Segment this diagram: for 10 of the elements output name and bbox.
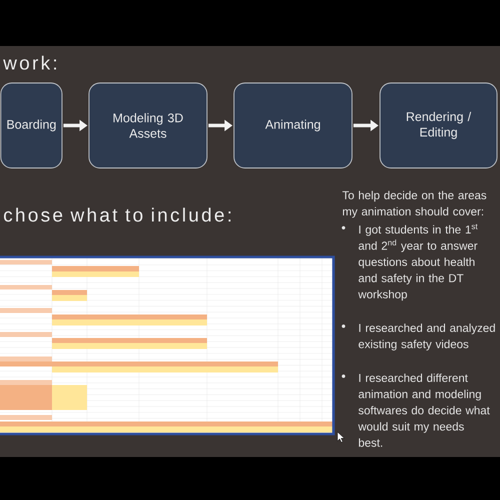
process-box: Rendering / Editing [380,82,498,168]
bullet-text: I got students in the 1$^{st}$ and 2$^{nd}$ year to answer questions about health and safety in the DT workshop [358,224,478,301]
intro-text: To help decide on the areas my animation should cover: [342,190,486,218]
section-heading: chose what to include: [4,208,230,222]
slide-title: work: [3,56,56,70]
bullet-text: I researched and analyzed existing safety videos [358,324,495,350]
process-box: Modeling 3D Assets [88,82,208,168]
process-box: Boarding [0,82,62,168]
bullet-text: I researched different animation and modeling softwares do decide what would suit my needs best. [358,374,490,447]
process-box: Animating [234,82,352,168]
